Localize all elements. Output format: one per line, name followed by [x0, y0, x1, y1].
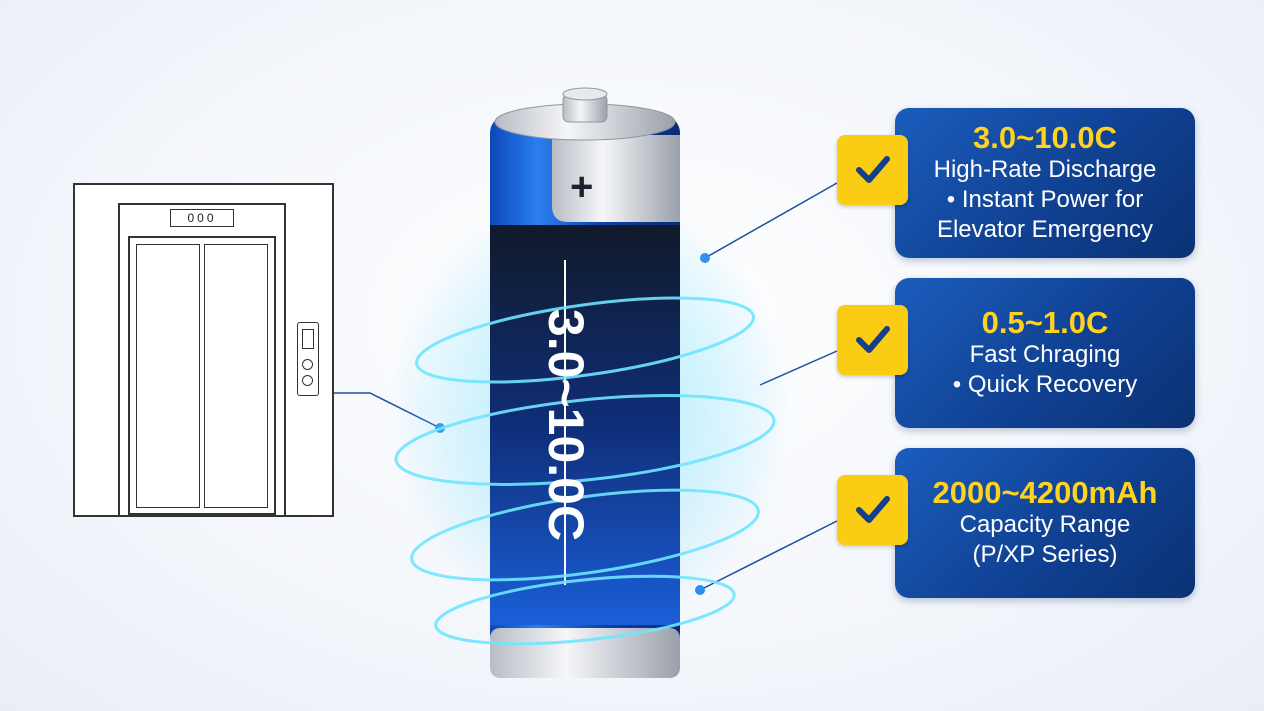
battery-cap-band [552, 135, 680, 222]
battery-illustration [390, 87, 790, 678]
connector-3 [699, 520, 838, 591]
battery-wrap [490, 225, 680, 625]
elevator-door-left [136, 244, 200, 508]
feature-line: Elevator Emergency [936, 216, 1154, 243]
floor-display: 000 [170, 209, 234, 227]
check-icon [837, 475, 908, 545]
call-button-panel [297, 322, 319, 396]
feature-card-discharge: 3.0~10.0C High-Rate Discharge • Instant … [895, 108, 1195, 258]
feature-headline: 0.5~1.0C [981, 305, 1109, 340]
up-button-icon [302, 359, 313, 370]
check-icon [837, 135, 908, 205]
feature-line: High-Rate Discharge [933, 156, 1157, 183]
feature-card-charging: 0.5~1.0C Fast Chraging • Quick Recovery [895, 278, 1195, 428]
feature-line: • Instant Power for [946, 186, 1144, 213]
feature-card-capacity: 2000~4200mAh Capacity Range (P/XP Series… [895, 448, 1195, 598]
battery-bottom [490, 628, 680, 678]
elevator-illustration [73, 183, 334, 517]
elevator-door-right [204, 244, 268, 508]
feature-line: Capacity Range [959, 511, 1131, 538]
feature-line: Fast Chraging [969, 341, 1121, 368]
connector-1 [704, 182, 838, 259]
check-icon [837, 305, 908, 375]
feature-headline: 3.0~10.0C [973, 120, 1117, 155]
elevator-doorway [128, 236, 276, 515]
battery-rating-text: 3.0~10.0C [538, 308, 594, 542]
plus-sign: + [570, 165, 594, 209]
battery-rating-label: 3.0~10.0C [536, 260, 596, 590]
elevator-frame [118, 203, 286, 515]
energy-rings [394, 296, 776, 646]
feature-line: (P/XP Series) [972, 541, 1118, 568]
down-button-icon [302, 375, 313, 386]
feature-line: • Quick Recovery [952, 371, 1138, 398]
panel-screen [302, 329, 314, 349]
feature-headline: 2000~4200mAh [932, 475, 1158, 510]
terminal-top [562, 87, 608, 101]
